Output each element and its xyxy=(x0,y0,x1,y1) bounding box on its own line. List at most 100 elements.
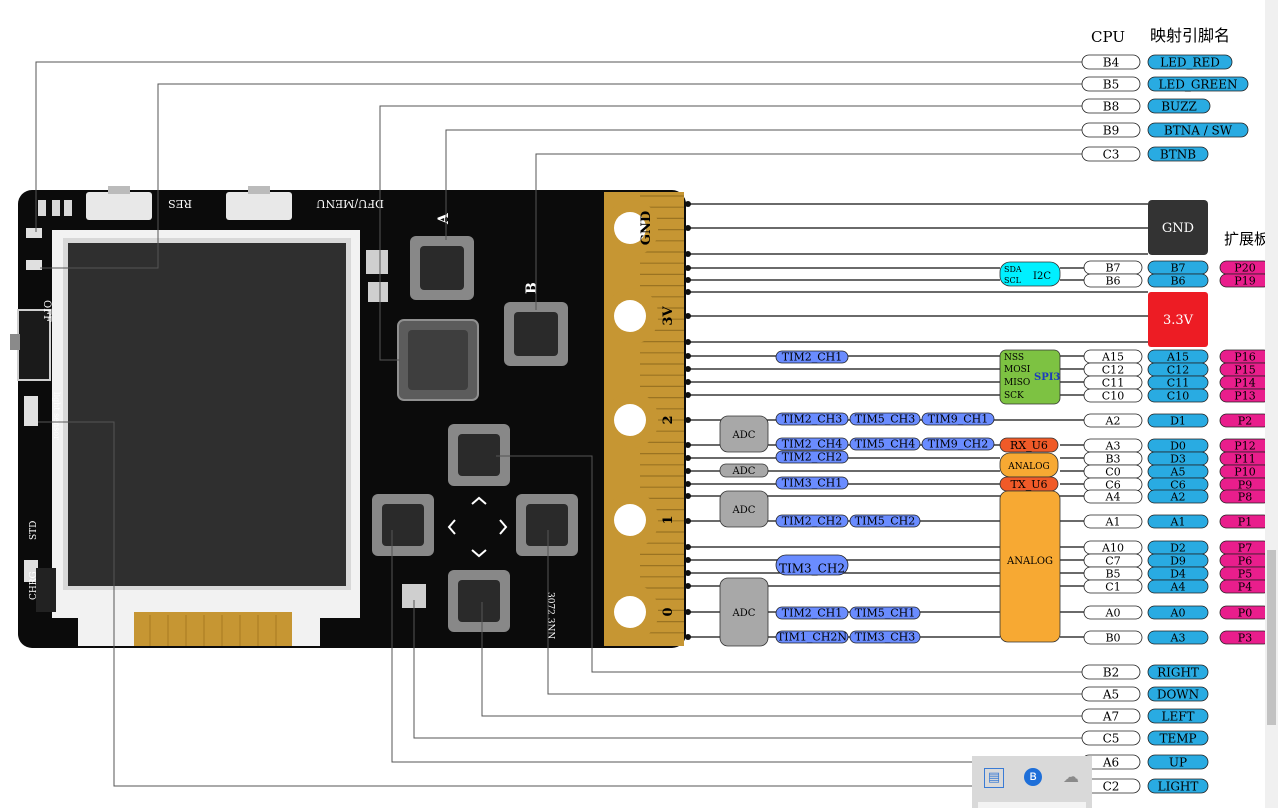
pin-dot xyxy=(685,609,691,615)
button-b-label: B xyxy=(524,282,540,294)
right-pin-mapped: A4 xyxy=(1147,579,1209,594)
adc-label-2: ADC xyxy=(732,466,756,477)
network-icon[interactable]: ▤ xyxy=(984,768,1004,788)
right-pin-cpu-label: B0 xyxy=(1105,632,1120,645)
mapped-pin-header: 映射引脚名 xyxy=(1150,26,1230,45)
right-pin-ext: P7 xyxy=(1219,540,1271,555)
audio-jack xyxy=(36,568,56,612)
right-pin-ext: P4 xyxy=(1219,579,1271,594)
right-pin-cpu: A4 xyxy=(1083,489,1143,504)
right-pin-mapped-label: D1 xyxy=(1170,415,1186,428)
top-pin-mapped-label: LED_RED xyxy=(1160,56,1220,70)
bottom-pin-cpu-label: C5 xyxy=(1103,732,1120,746)
right-pin-ext-label: P1 xyxy=(1238,516,1252,529)
right-pin-mapped: C10 xyxy=(1147,388,1209,403)
right-pin-cpu: B5 xyxy=(1083,566,1143,581)
right-pin-cpu: C7 xyxy=(1083,553,1143,568)
top-pin-cpu-label: B9 xyxy=(1103,124,1119,138)
timer-pill: TIM5_CH4 xyxy=(849,438,921,451)
timer-pill-label: TIM2_CH3 xyxy=(782,413,842,426)
right-pin-cpu-label: A2 xyxy=(1105,415,1121,428)
right-pin-cpu: B6 xyxy=(1083,273,1143,288)
right-pin-ext-label: P9 xyxy=(1238,479,1252,492)
right-pin-ext: P8 xyxy=(1219,489,1271,504)
bottom-pin-cpu-label: B2 xyxy=(1103,666,1119,680)
right-pin-ext: P20 xyxy=(1219,260,1271,275)
timer-pill: TIM2_CH3 xyxy=(775,413,849,426)
bluetooth-icon[interactable]: ʙ xyxy=(1024,768,1042,786)
right-pin-ext: P11 xyxy=(1219,451,1271,466)
scl-label: SCL xyxy=(1004,276,1022,285)
right-pin-cpu-label: C0 xyxy=(1105,466,1120,479)
flex-cable xyxy=(134,612,292,646)
right-pin-mapped-label: B7 xyxy=(1170,262,1185,275)
timer-pill: TIM2_CH1 xyxy=(775,351,849,364)
right-pin-mapped-label: D3 xyxy=(1170,453,1186,466)
off-label: OFF xyxy=(41,300,52,322)
right-pin-mapped: D2 xyxy=(1147,540,1209,555)
gnd-block-label: GND xyxy=(1162,221,1194,236)
edge-1-label: 1 xyxy=(661,515,676,524)
pin-dot xyxy=(685,583,691,589)
right-pin-cpu: B3 xyxy=(1083,451,1143,466)
pin-dot xyxy=(685,570,691,576)
right-pin-cpu: C11 xyxy=(1083,375,1143,390)
right-pin-ext: P19 xyxy=(1219,273,1271,288)
timer-pill: TIM5_CH3 xyxy=(849,413,921,426)
bottom-pin-cpu: A6 xyxy=(1081,754,1141,770)
right-pin-cpu: A10 xyxy=(1083,540,1143,555)
top-pin-mapped-label: BTNB xyxy=(1160,148,1196,162)
right-pin-cpu-label: A0 xyxy=(1105,607,1121,620)
right-pin-mapped: A1 xyxy=(1147,514,1209,529)
bottom-pin-cpu-label: A7 xyxy=(1102,710,1119,724)
edge-holes xyxy=(606,200,658,640)
right-pin-ext: P5 xyxy=(1219,566,1271,581)
scrollbar-thumb[interactable] xyxy=(1267,550,1276,725)
bottom-pin-cpu-label: C2 xyxy=(1103,780,1120,794)
timer-pill: TIM5_CH2 xyxy=(849,515,921,528)
right-pin-mapped-label: C6 xyxy=(1170,479,1185,492)
right-pin-ext: P14 xyxy=(1219,375,1271,390)
right-pin-mapped-label: A5 xyxy=(1170,466,1186,479)
right-pin-ext-label: P10 xyxy=(1234,466,1255,479)
nss-label: NSS xyxy=(1004,353,1024,363)
right-pin-cpu-label: B6 xyxy=(1105,275,1120,288)
pin-dot xyxy=(685,201,691,207)
rx-block xyxy=(999,437,1059,453)
pin-dot xyxy=(685,493,691,499)
bottom-pin-mapped-label: DOWN xyxy=(1157,688,1199,702)
right-pin-mapped: A3 xyxy=(1147,630,1209,645)
right-pin-ext: P9 xyxy=(1219,477,1271,492)
timer-pill: TIM9_CH1 xyxy=(921,413,995,426)
right-pin-ext: P3 xyxy=(1219,630,1271,645)
pin-dot xyxy=(685,339,691,345)
right-pin-mapped: D4 xyxy=(1147,566,1209,581)
pin-dot xyxy=(685,544,691,550)
right-pin-mapped-label: A0 xyxy=(1170,607,1186,620)
res-label: RES xyxy=(168,197,192,210)
right-pin-mapped: A2 xyxy=(1147,489,1209,504)
cloud-icon[interactable]: ☁ xyxy=(1063,767,1079,786)
right-pin-ext-label: P11 xyxy=(1234,453,1255,466)
right-pin-ext-label: P5 xyxy=(1238,568,1252,581)
right-pin-mapped-label: B6 xyxy=(1170,275,1185,288)
right-pin-mapped: A5 xyxy=(1147,464,1209,479)
pin-dot xyxy=(685,481,691,487)
right-pin-cpu: C6 xyxy=(1083,477,1143,492)
right-pin-cpu-label: C1 xyxy=(1105,581,1120,594)
bottom-pin-mapped: LEFT xyxy=(1147,708,1209,724)
pin-dot xyxy=(685,634,691,640)
right-pin-cpu: A0 xyxy=(1083,605,1143,620)
analog-big-label: ANALOG xyxy=(1006,556,1053,567)
adc-label-3: ADC xyxy=(732,505,756,516)
timer-pill-label: TIM2_CH4 xyxy=(782,438,842,451)
timer-pill: TIM2_CH4 xyxy=(775,438,849,451)
pin-dot xyxy=(685,417,691,423)
led-green xyxy=(26,260,42,270)
top-pin-cpu: B9 xyxy=(1081,122,1141,138)
adc-block-2 xyxy=(719,463,769,478)
tx-label: TX_U6 xyxy=(1011,478,1048,491)
right-pin-ext-label: P16 xyxy=(1234,351,1255,364)
right-pin-cpu: A1 xyxy=(1083,514,1143,529)
